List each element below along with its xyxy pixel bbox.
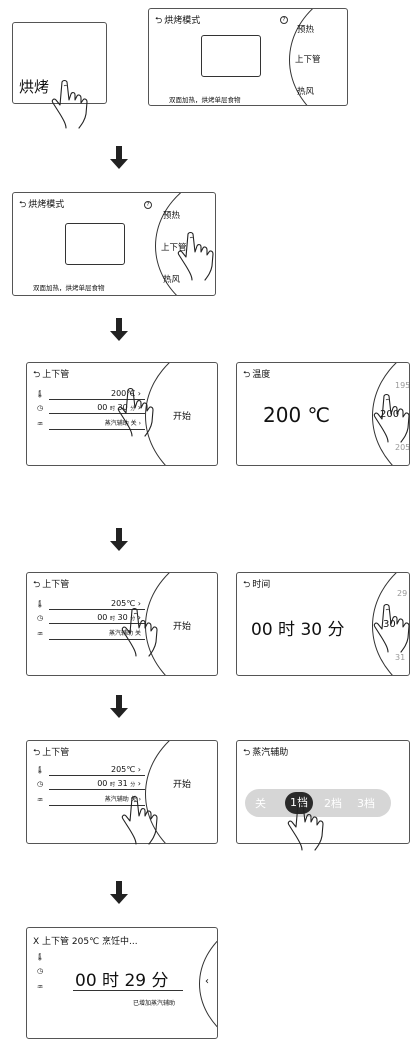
steam-level-off[interactable]: 关 [255,797,266,810]
home-baking-tile-screen: 烘烤 [12,22,107,104]
hand-pointer-icon [51,79,88,129]
remaining-time: 00 时 29 分 [75,971,169,991]
back-arrow-icon[interactable]: ⮌ [33,370,41,380]
wheel-option-selected[interactable]: 200 [380,409,400,420]
time-row[interactable]: 00 时 30 分 › [49,403,145,414]
action-arc [145,363,217,465]
help-icon[interactable]: ? [144,201,152,209]
time-picker-screen: ⮌时间 00 时 30 分 29 30 31 [236,572,410,676]
menu-arc [289,9,347,105]
hand-pointer-icon [287,801,324,851]
menu-item-preheat[interactable]: 预热 [163,211,181,221]
wheel-option[interactable]: 31 [395,653,406,662]
screen-title: ⮌时间 [243,580,271,590]
steam-icon: ♒ [36,630,44,638]
back-arrow-icon[interactable]: ⮌ [243,580,251,590]
divider [73,990,183,991]
start-button[interactable]: 开始 [173,780,192,790]
clock-icon: ◷ [36,404,44,412]
steam-icon: ♒ [36,983,44,991]
thermometer-icon: 🌡 [35,390,45,398]
bake-mode-select-screen: ⮌烘烤模式 ? 双面加热，烘烤单层食物 预热 上下管 热风 [12,192,216,296]
menu-item-upper-lower[interactable]: 上下管 [295,55,321,65]
clock-icon: ◷ [36,967,44,975]
cooking-status-screen: X 上下管 205℃ 烹饪中... 🌡 ◷ ♒ 00 时 29 分 已增加蒸汽辅… [26,927,218,1039]
collapse-panel-button[interactable]: ‹ [205,976,209,987]
back-arrow-icon[interactable]: ⮌ [243,370,251,380]
side-panel-arc [199,928,217,1038]
wheel-option[interactable]: 29 [397,589,408,598]
clock-icon: ◷ [36,614,44,622]
wheel-option[interactable]: 195 [395,381,410,390]
steam-row[interactable]: 蒸汽辅助 关 › [49,419,145,430]
thermometer-icon: 🌡 [35,953,45,961]
upper-lower-settings-screen: ⮌上下管 🌡 205℃ › ◷ 00 时 30 分 › ♒ 蒸汽辅助 关 开始 [26,572,218,676]
baking-tile-label[interactable]: 烘烤 [19,78,50,96]
steam-row[interactable]: 蒸汽辅助 关 › [49,795,145,806]
time-row[interactable]: 00 时 31 分 › [49,779,145,790]
steam-icon: ♒ [36,796,44,804]
upper-lower-settings-screen: ⮌上下管 🌡 205℃ › ◷ 00 时 31 分 › ♒ 蒸汽辅助 关 › 开… [26,740,218,844]
clock-icon: ◷ [36,780,44,788]
back-arrow-icon[interactable]: ⮌ [33,748,41,758]
status-title: X 上下管 205℃ 烹饪中... [33,937,138,947]
screen-title: ⮌蒸汽辅助 [243,748,289,758]
back-arrow-icon[interactable]: ⮌ [155,16,163,26]
screen-title: ⮌温度 [243,370,271,380]
time-row[interactable]: 00 时 30 分 › [49,613,145,624]
screen-title: ⮌烘烤模式 [155,16,201,26]
screen-title: ⮌上下管 [33,370,70,380]
steam-level-3[interactable]: 3档 [357,797,375,810]
bake-mode-screen: ⮌烘烤模式 ? 双面加热，烘烤单层食物 预热 上下管 热风 [148,8,348,106]
start-button[interactable]: 开始 [173,622,192,632]
hand-pointer-icon [121,795,158,845]
steam-icon: ♒ [36,420,44,428]
upper-lower-settings-screen: ⮌上下管 🌡 200℃ › ◷ 00 时 30 分 › ♒ 蒸汽辅助 关 › 开… [26,362,218,466]
back-arrow-icon[interactable]: ⮌ [33,580,41,590]
hand-pointer-icon [373,603,410,653]
thermometer-icon: 🌡 [35,600,45,608]
hand-pointer-icon [373,393,410,443]
temperature-picker-screen: ⮌温度 200 ℃ 195 200 205 [236,362,410,466]
screen-title: ⮌上下管 [33,580,70,590]
temperature-value: 200 ℃ [263,403,330,427]
thermometer-icon: 🌡 [35,766,45,774]
wheel-option-selected[interactable]: 30 [383,619,396,630]
close-icon[interactable]: X [33,937,40,947]
mode-description: 双面加热，烘烤单层食物 [33,284,105,292]
menu-item-upper-lower[interactable]: 上下管 [161,243,187,253]
hand-pointer-icon [121,607,158,657]
back-arrow-icon[interactable]: ⮌ [19,200,27,210]
temperature-row[interactable]: 205℃ › [49,765,145,776]
menu-item-convection[interactable]: 热风 [163,275,181,285]
temperature-row[interactable]: 205℃ › [49,599,145,610]
picker-arc [372,573,409,675]
menu-arc [155,193,215,295]
menu-item-convection[interactable]: 热风 [297,87,315,97]
time-value: 00 时 30 分 [251,620,345,640]
help-icon[interactable]: ? [280,16,288,24]
steam-level-selector: 关 1档 2档 3档 [245,789,391,817]
hand-pointer-icon [177,231,214,281]
screen-title: ⮌烘烤模式 [19,200,65,210]
steam-level-2[interactable]: 2档 [324,797,342,810]
screen-title: ⮌上下管 [33,748,70,758]
back-arrow-icon[interactable]: ⮌ [243,748,251,758]
steam-added-hint: 已增加蒸汽辅助 [133,1000,176,1007]
food-preview-image [65,223,125,265]
picker-arc [372,363,409,465]
start-button[interactable]: 开始 [173,412,192,422]
steam-row[interactable]: 蒸汽辅助 关 [49,629,145,640]
temperature-row[interactable]: 200℃ › [49,389,145,400]
hand-pointer-icon [117,387,154,437]
wheel-option[interactable]: 205 [395,443,410,452]
menu-item-preheat[interactable]: 预热 [297,25,315,35]
action-arc [145,741,217,843]
food-preview-image [201,35,261,77]
mode-description: 双面加热，烘烤单层食物 [169,96,241,104]
